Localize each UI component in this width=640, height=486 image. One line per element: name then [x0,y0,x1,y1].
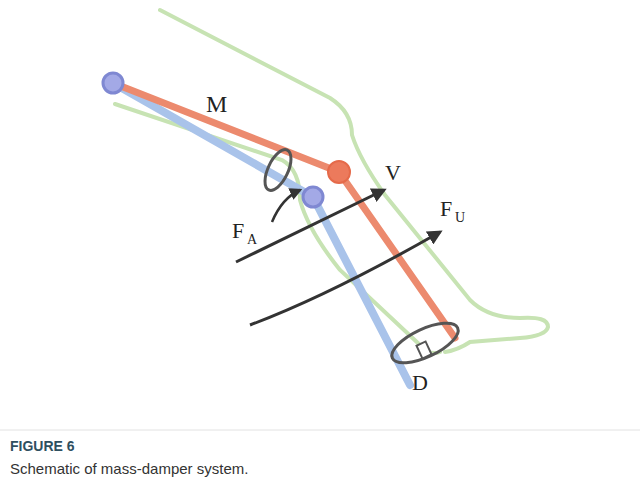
mass-label: M [206,92,227,116]
blue-segment [113,83,410,385]
velocity-label: V [385,162,401,184]
shank-cuff [386,315,463,371]
figure-number: FIGURE 6 [10,438,75,454]
red-knee-joint [328,161,350,183]
torque-arrow [272,190,300,222]
damper-symbol [417,342,432,359]
damper-label: D [412,372,428,394]
figure-caption: Schematic of mass-damper system. [10,460,248,477]
red-segment [113,83,455,338]
thigh-cuff [260,146,297,194]
leg-outline [160,10,548,352]
leg-outline [115,104,440,353]
hip-joint [103,73,123,93]
blue-knee-joint [303,187,323,207]
subscript: U [455,211,465,225]
force-label: F [232,220,244,242]
velocity-arrow [236,190,384,262]
force-arrow [250,232,440,325]
caption-rule [0,430,640,431]
subscript: A [247,233,257,247]
force-label: F [440,198,452,220]
